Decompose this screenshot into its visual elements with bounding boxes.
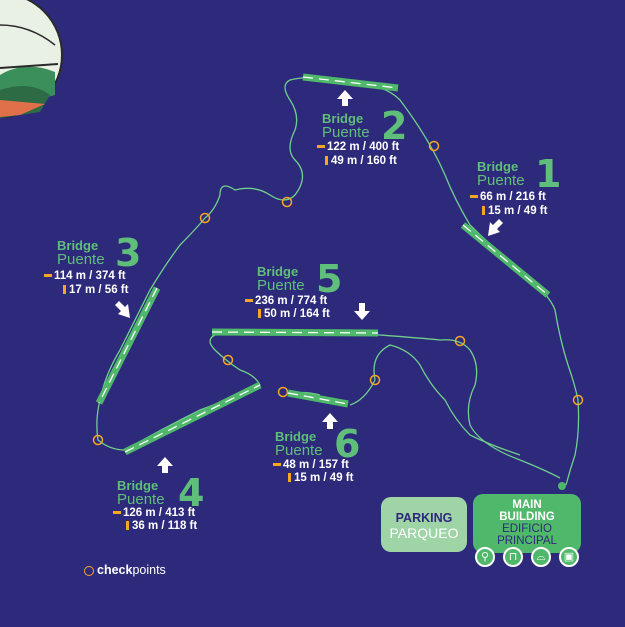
landscape-illustration (0, 0, 63, 118)
legend-rest: points (132, 563, 166, 577)
bridge-3-length: 114 m / 374 ft (44, 270, 126, 282)
bridge-5-span (211, 328, 379, 337)
drinks-icon: ⊓ (503, 547, 523, 567)
checkpoint-marker (572, 394, 584, 406)
bridge-3-title: Bridge Puente (57, 239, 105, 267)
arrow-down-right-icon (115, 301, 130, 318)
bridge-2-es: Puente (322, 124, 370, 141)
arrow-down-left-icon (488, 219, 503, 236)
bridge-5-length: 236 m / 774 ft (245, 295, 327, 307)
bridge-4-title: Bridge Puente (117, 479, 165, 507)
arrow-up-icon (337, 90, 353, 106)
checkpoint-marker (454, 335, 466, 347)
restroom-icon: ⚲ (475, 547, 495, 567)
arrow-up-icon (157, 457, 173, 473)
bridge-6-length: 48 m / 157 ft (273, 459, 349, 471)
bridge-6-number: 6 (334, 422, 361, 466)
bridge-4-number: 4 (178, 471, 205, 515)
arrow-down-icon (354, 303, 370, 320)
food-icon: ⌓ (531, 547, 551, 567)
checkpoint-marker (199, 212, 211, 224)
bridge-4-en: Bridge (117, 478, 159, 493)
bridge-2-length: 122 m / 400 ft (317, 141, 399, 153)
bridge-1-title: Bridge Puente (477, 160, 525, 188)
checkpoint-marker (428, 140, 440, 152)
bridge-5-number: 5 (316, 257, 343, 301)
bridge-1-span (460, 222, 551, 298)
bridge-6-span (287, 389, 349, 408)
main-building-node (558, 482, 566, 490)
parking-es: PARQUEO (389, 525, 459, 541)
bridge-4-es: Puente (117, 491, 165, 508)
bridge-4-height: 36 m / 118 ft (126, 520, 197, 532)
bridge-5-height: 50 m / 164 ft (258, 308, 330, 320)
bridge-3-span (95, 286, 161, 405)
checkpoint-marker (369, 374, 381, 386)
gift-icon: ▣ (559, 547, 579, 567)
bridge-2-number: 2 (381, 104, 408, 148)
bridge-5-es: Puente (257, 277, 305, 294)
bridge-3-height: 17 m / 56 ft (63, 284, 128, 296)
bridge-6-height: 15 m / 49 ft (288, 472, 353, 484)
bridge-4-span (123, 381, 262, 456)
bridge-1-number: 1 (535, 152, 562, 196)
bridge-2-title: Bridge Puente (322, 112, 370, 140)
bridge-1-en: Bridge (477, 159, 519, 174)
parking-box: PARKING PARQUEO (381, 497, 467, 552)
bridge-1-height: 15 m / 49 ft (482, 205, 547, 217)
arrow-up-icon (322, 413, 338, 429)
bridge-6-es: Puente (275, 442, 323, 459)
bridge-1-length: 66 m / 216 ft (470, 191, 546, 203)
bridge-6-en: Bridge (275, 429, 317, 444)
bridge-3-number: 3 (115, 231, 142, 275)
bridge-3-en: Bridge (57, 238, 99, 253)
bridge-6-title: Bridge Puente (275, 430, 323, 458)
bridge-2-height: 49 m / 160 ft (325, 155, 397, 167)
bridge-1-es: Puente (477, 172, 525, 189)
bridge-5-title: Bridge Puente (257, 265, 305, 293)
checkpoint-marker (222, 354, 234, 366)
bridge-2-en: Bridge (322, 111, 364, 126)
legend-bold: check (97, 563, 133, 577)
checkpoint-marker (277, 386, 289, 398)
parking-en: PARKING (395, 511, 453, 525)
direction-arrows (115, 90, 503, 473)
checkpoints-legend: checkpoints (84, 563, 166, 577)
bridge-2-span (302, 73, 399, 92)
bridge-5-en: Bridge (257, 264, 299, 279)
bridge-3-es: Puente (57, 251, 105, 268)
checkpoint-marker (281, 196, 293, 208)
checkpoints (92, 140, 584, 446)
checkpoint-marker (92, 434, 104, 446)
checkpoint-icon (84, 565, 94, 576)
bridge-4-length: 126 m / 413 ft (113, 507, 195, 519)
